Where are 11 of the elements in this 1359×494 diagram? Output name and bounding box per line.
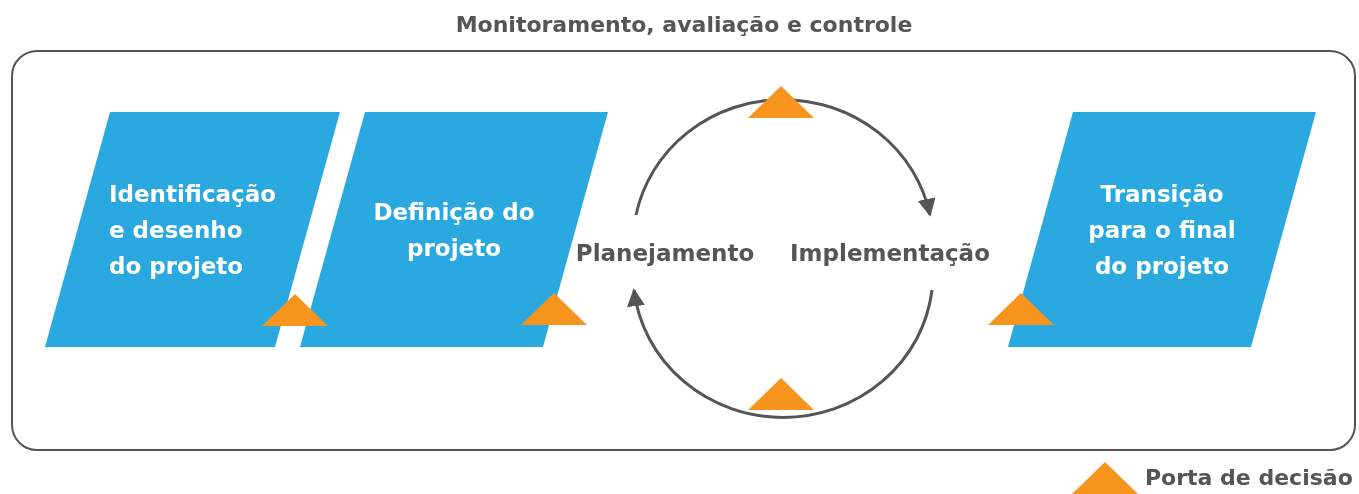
phase-parallelogram bbox=[1008, 112, 1316, 347]
cycle-arrow bbox=[634, 98, 935, 217]
phase-label: Definição do projeto bbox=[372, 197, 536, 263]
phase-parallelogram bbox=[45, 112, 340, 347]
phase-label: Identificação e desenho do projeto bbox=[109, 179, 274, 281]
stage-label: Implementação bbox=[790, 239, 990, 266]
phase-label: Transição para o final do projeto bbox=[1087, 179, 1237, 281]
frame-title: Monitoramento, avaliação e controle bbox=[454, 11, 914, 39]
cycle-arrow bbox=[628, 288, 934, 419]
stage-label: Planejamento bbox=[575, 239, 755, 266]
legend-label: Porta de decisão bbox=[1145, 464, 1353, 492]
